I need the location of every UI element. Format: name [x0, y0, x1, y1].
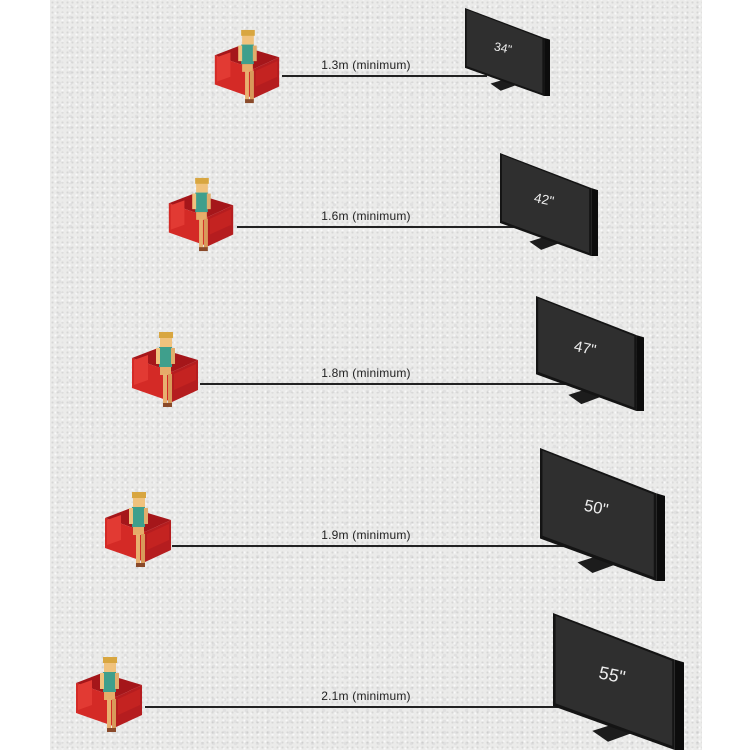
distance-line — [200, 383, 572, 385]
armchair-with-viewer-icon — [130, 330, 200, 410]
tv-icon: 42" — [500, 153, 598, 256]
armchair-with-viewer-icon — [103, 490, 173, 570]
tv-icon: 50" — [540, 448, 665, 581]
distance-label: 1.9m (minimum) — [321, 528, 411, 542]
distance-line — [282, 75, 487, 77]
tv-icon: 47" — [536, 296, 644, 411]
distance-line — [172, 545, 584, 547]
armchair-with-viewer-icon — [166, 176, 236, 254]
distance-line — [237, 226, 527, 228]
distance-label: 1.6m (minimum) — [321, 209, 411, 223]
distance-line — [145, 706, 592, 708]
distance-label: 1.8m (minimum) — [321, 366, 411, 380]
tv-icon: 55" — [553, 613, 684, 750]
armchair-with-viewer-icon — [74, 655, 144, 735]
distance-label: 1.3m (minimum) — [321, 58, 411, 72]
tv-icon: 34" — [465, 8, 550, 96]
distance-label: 2.1m (minimum) — [321, 689, 411, 703]
armchair-with-viewer-icon — [212, 28, 282, 106]
